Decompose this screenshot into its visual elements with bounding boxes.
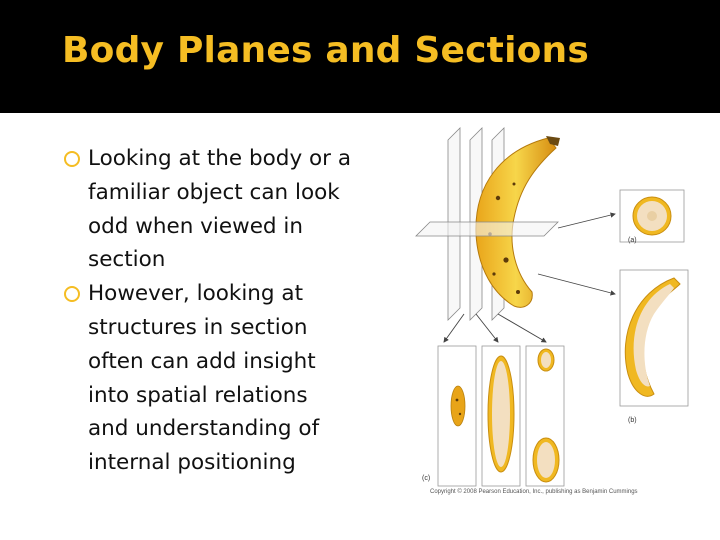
transverse-plane [415, 221, 559, 237]
bullet-ring-icon [64, 151, 80, 167]
banana-sections-figure: (a) (b) (c) Copyright © 2008 Pearson Edu… [410, 124, 710, 506]
bullet-list: Looking at the body or a familiar object… [64, 142, 354, 480]
slide-title: Body Planes and Sections [62, 30, 590, 71]
bullet-text: Looking at the body or a familiar object… [88, 146, 352, 273]
label-a: (a) [628, 237, 637, 244]
section-c-sagittal [437, 345, 565, 487]
banana-illustration: (a) (b) (c) Copyright © 2008 Pearson Edu… [415, 127, 689, 495]
label-c: (c) [422, 475, 430, 482]
title-bar: Body Planes and Sections [0, 0, 720, 113]
copyright-notice: Copyright © 2008 Pearson Education, Inc.… [430, 488, 638, 495]
bullet-item: Looking at the body or a familiar object… [64, 142, 354, 277]
section-a-cross [619, 189, 685, 243]
bullet-text: However, looking at structures in sectio… [88, 281, 320, 476]
section-arrows [443, 212, 616, 343]
section-b-frontal [619, 269, 689, 407]
bullet-ring-icon [64, 286, 80, 303]
label-b: (b) [628, 417, 637, 424]
bullet-item: However, looking at structures in sectio… [64, 277, 354, 480]
